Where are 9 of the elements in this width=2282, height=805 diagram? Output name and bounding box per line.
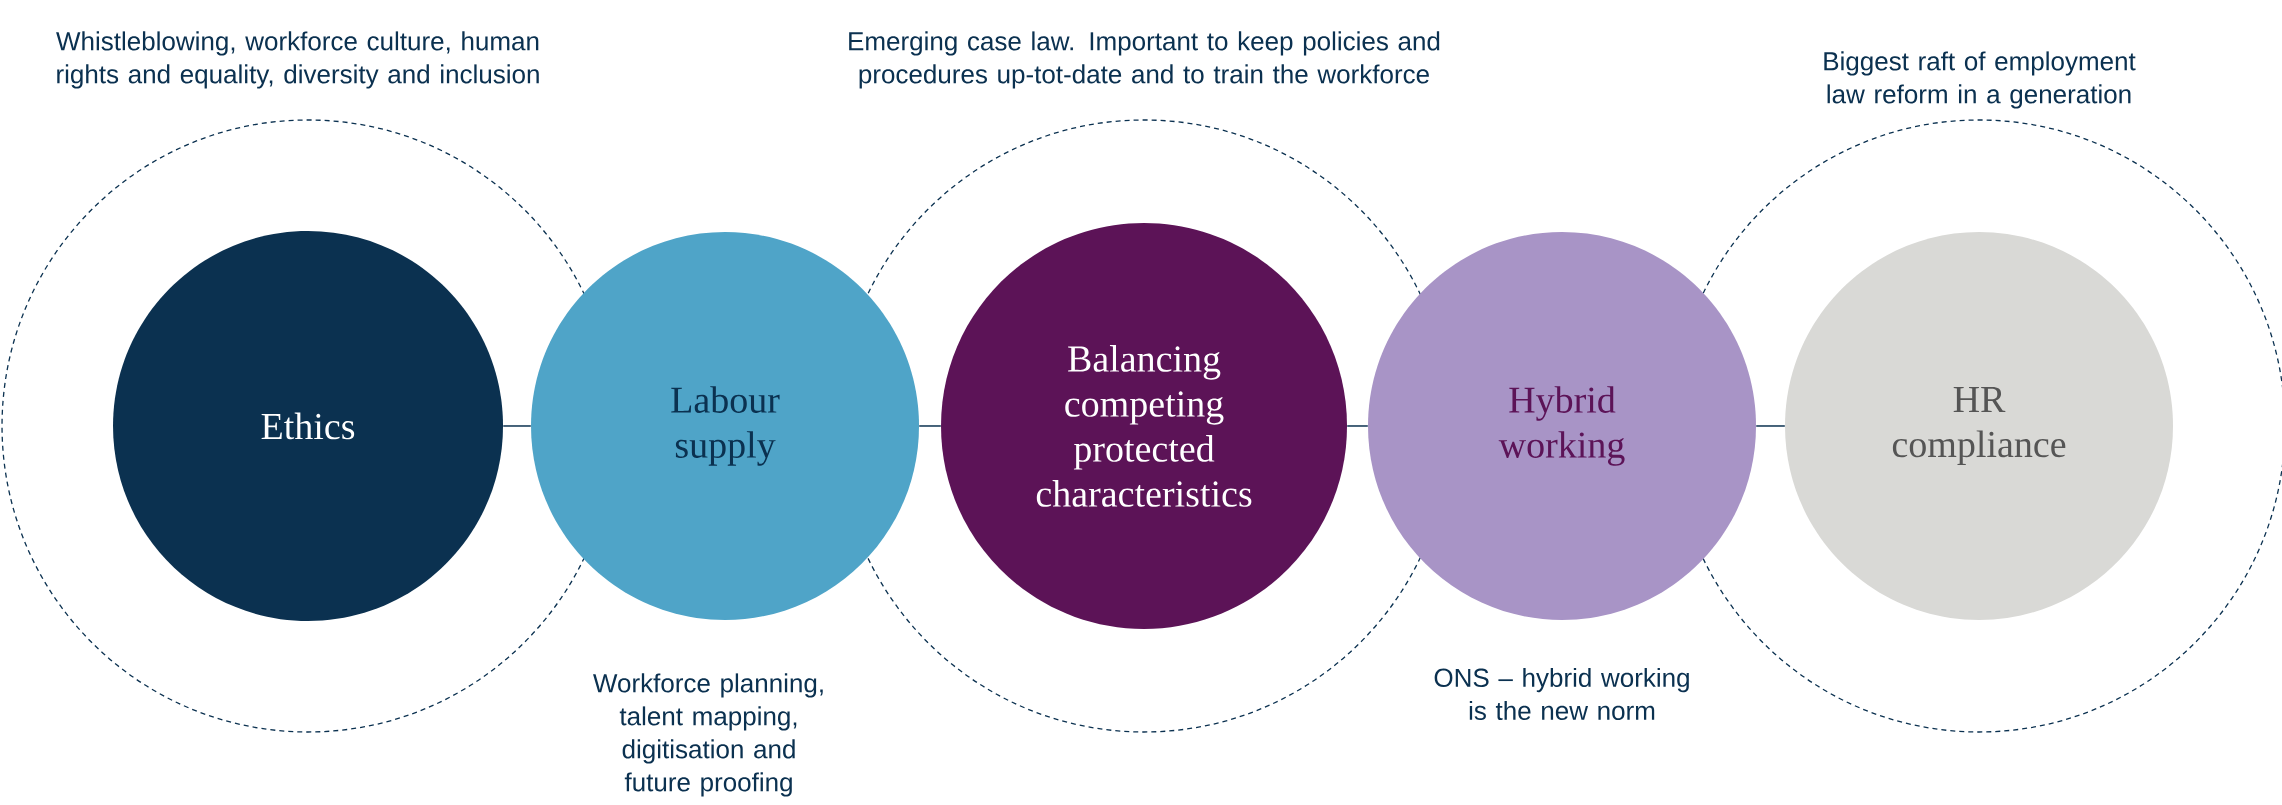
annotation-text: Workforce planning, talent mapping, digitisation and future proofing [593,673,823,797]
connector-line [1346,425,1369,427]
connector-line [918,425,942,427]
connector-line [502,425,532,427]
annotation-text: Biggest raft of employment law reform in a generation [1824,51,2136,109]
annotation-text: Emerging case law. Important to keep policies and procedures up-tot-date and to train the workforce [849,31,1440,89]
connector-line [1755,425,1786,427]
annotation-text: ONS – hybrid working is the new norm [1434,667,1689,721]
annotation-text: Whistleblowing, workforce culture, human rights and equality, diversity and inclusion [56,31,539,89]
